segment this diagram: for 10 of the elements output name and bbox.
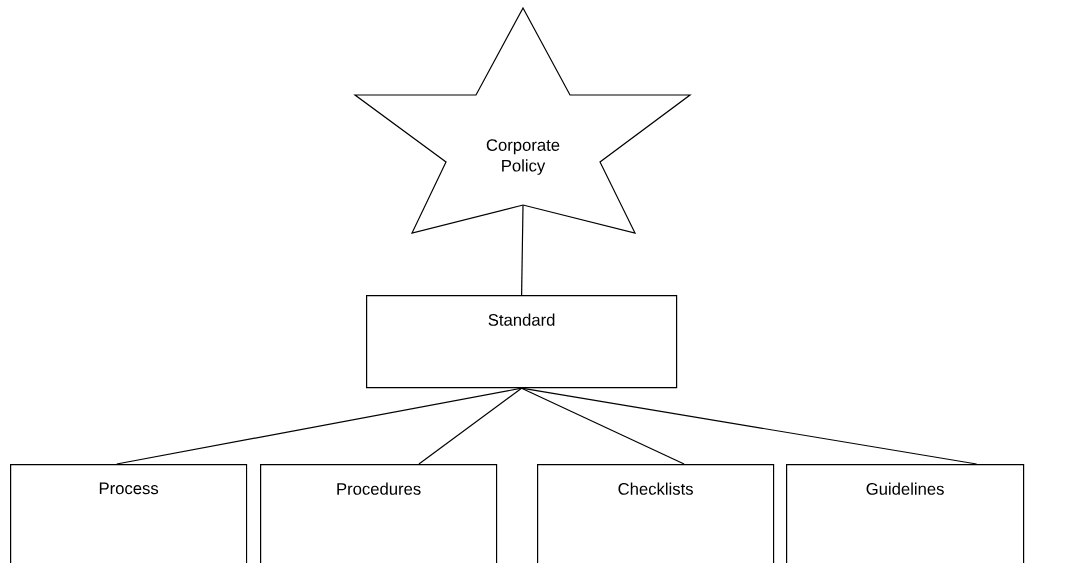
process-box: Checklists xyxy=(537,464,775,563)
connector-line xyxy=(521,387,978,465)
connector-line xyxy=(521,205,524,296)
connector-line xyxy=(116,387,523,465)
standard-box: Standard xyxy=(366,295,678,389)
process-box: Procedures xyxy=(260,464,498,563)
process-box: Process xyxy=(10,464,248,563)
connector-line xyxy=(521,387,685,465)
connector-line xyxy=(418,387,523,465)
process-box: Guidelines xyxy=(786,464,1025,563)
